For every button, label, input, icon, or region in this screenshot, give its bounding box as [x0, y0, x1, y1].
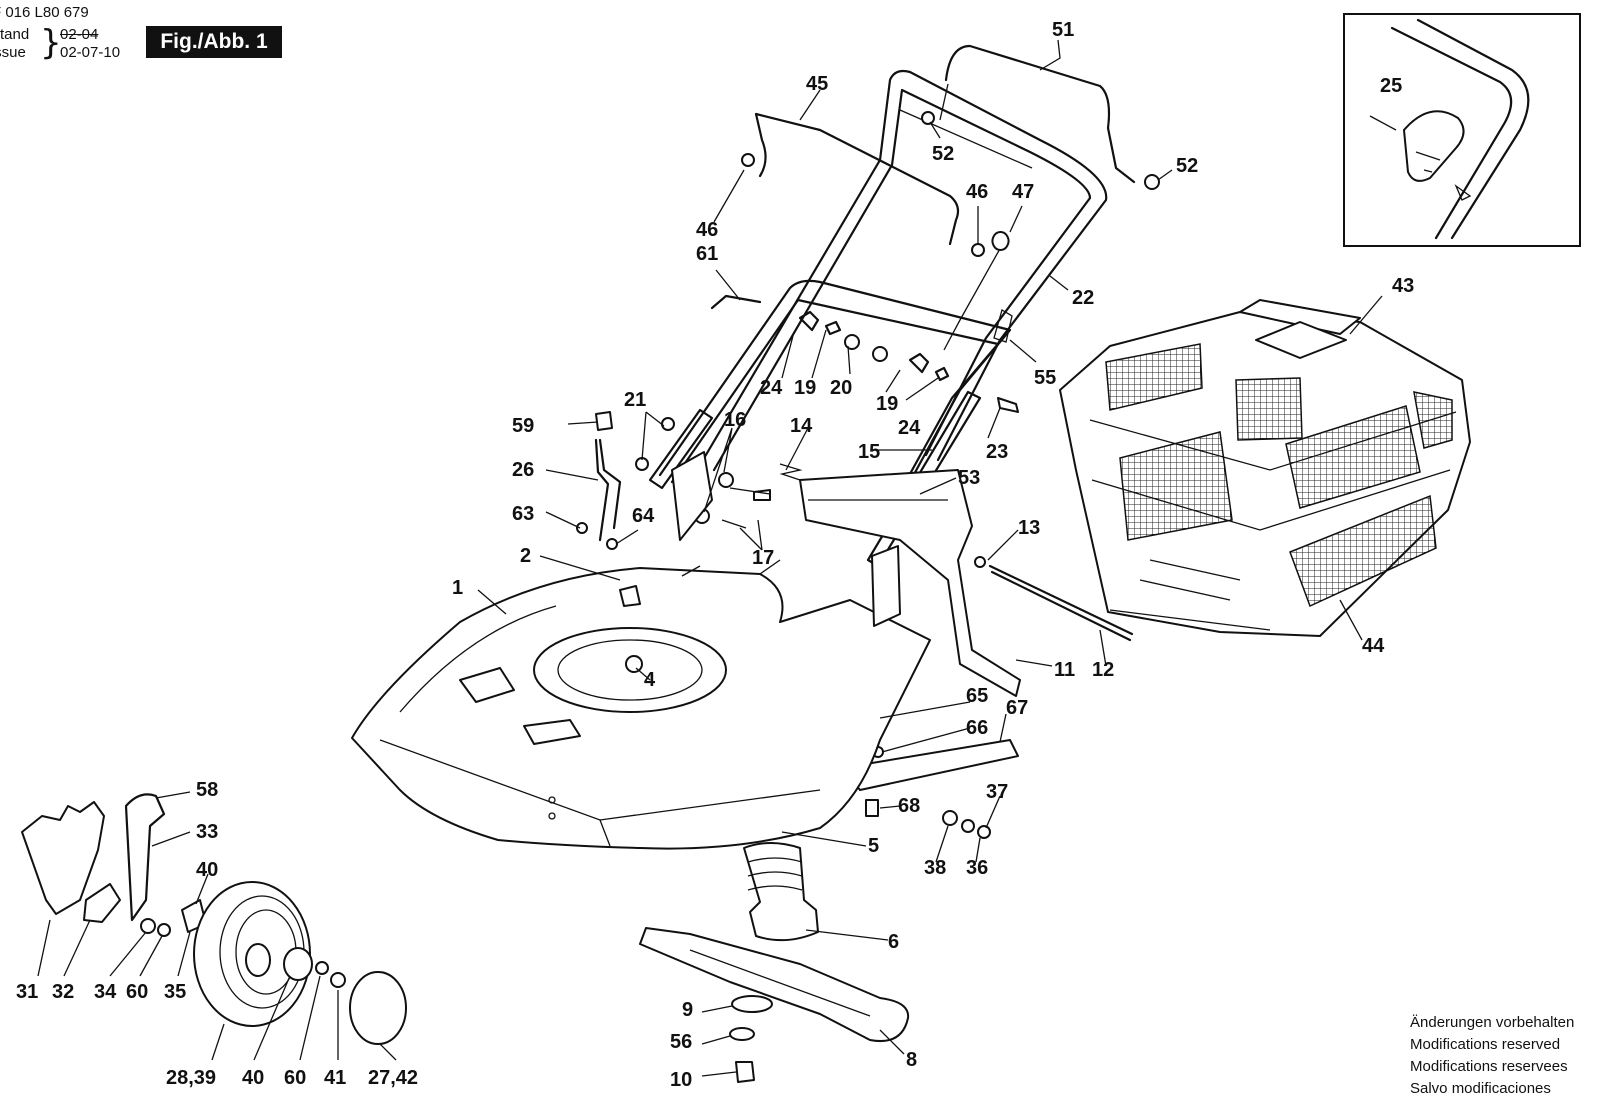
callout-11: 11: [1054, 659, 1075, 681]
callout-25: 25: [1380, 75, 1402, 97]
callout-55: 55: [1034, 367, 1056, 389]
document-number: F 016 L80 679: [0, 4, 89, 21]
callout-64: 64: [632, 505, 655, 527]
callout-61: 61: [696, 243, 718, 265]
figure-badge: Fig./Abb. 1: [146, 26, 282, 58]
callout-53: 53: [958, 467, 980, 489]
callout-8: 8: [906, 1049, 917, 1071]
callout-65: 65: [966, 685, 988, 707]
callout-40a: 40: [196, 859, 218, 881]
callout-63: 63: [512, 503, 534, 525]
callout-22: 22: [1072, 287, 1094, 309]
note-spanish: Salvo modificaciones: [1410, 1080, 1551, 1097]
callout-24b: 24: [898, 417, 921, 439]
callout-5: 5: [868, 835, 879, 857]
callout-2: 2: [520, 545, 531, 567]
callout-43: 43: [1392, 275, 1414, 297]
callout-1: 1: [452, 577, 463, 599]
callout-34: 34: [94, 981, 117, 1003]
grass-catcher: [1059, 299, 1471, 637]
callout-59: 59: [512, 415, 534, 437]
callout-6: 6: [888, 931, 899, 953]
mower-deck: [351, 451, 1021, 850]
callout-19a: 19: [794, 377, 816, 399]
modification-notes: Änderungen vorbehalten Modifications res…: [1410, 1012, 1574, 1100]
wheel-assembly: [21, 793, 407, 1045]
callout-20: 20: [830, 377, 852, 399]
callout-38: 38: [924, 857, 946, 879]
callout-47: 47: [1012, 181, 1034, 203]
callout-41: 41: [324, 1067, 346, 1089]
callout-32: 32: [52, 981, 74, 1003]
new-date: 02-07-10: [60, 44, 121, 61]
callout-58: 58: [196, 779, 218, 801]
callout-10: 10: [670, 1069, 692, 1091]
callout-46a: 46: [696, 219, 718, 241]
callout-2839: 28,39: [166, 1067, 216, 1089]
callout-52a: 52: [932, 143, 954, 165]
handle-assembly: [648, 44, 1136, 568]
callout-67: 67: [1006, 697, 1028, 719]
callout-68: 68: [898, 795, 920, 817]
callout-21: 21: [624, 389, 646, 411]
leader-lines: [37, 39, 1397, 1077]
callout-17: 17: [752, 547, 774, 569]
callout-36: 36: [966, 857, 988, 879]
callout-23: 23: [986, 441, 1008, 463]
callout-31: 31: [16, 981, 38, 1003]
brace-icon: }: [40, 23, 62, 63]
note-german: Änderungen vorbehalten: [1410, 1014, 1575, 1031]
callout-35: 35: [164, 981, 186, 1003]
old-date: 02-04: [60, 26, 99, 43]
callout-52b: 52: [1176, 155, 1198, 177]
detail-inset: [1343, 13, 1581, 247]
callout-66: 66: [966, 717, 988, 739]
stand-label: Stand: [0, 26, 30, 43]
callout-46b: 46: [966, 181, 988, 203]
callout-15: 15: [858, 441, 880, 463]
callout-labels: 51 45 52 52 25 46 47 46 61 22 43 55 24 1…: [16, 19, 1414, 1091]
blade-assembly: [639, 842, 910, 1083]
callout-60b: 60: [284, 1067, 306, 1089]
callout-19b: 19: [876, 393, 898, 415]
callout-9: 9: [682, 999, 693, 1021]
callout-12: 12: [1092, 659, 1114, 681]
callout-56: 56: [670, 1031, 692, 1053]
callout-33: 33: [196, 821, 218, 843]
callout-51: 51: [1052, 19, 1074, 41]
callout-14: 14: [790, 415, 813, 437]
note-english: Modifications reserved: [1410, 1036, 1561, 1053]
callout-26: 26: [512, 459, 534, 481]
callout-2742: 27,42: [368, 1067, 418, 1089]
note-french: Modifications reservees: [1410, 1058, 1568, 1075]
callout-4: 4: [644, 669, 656, 691]
callout-40b: 40: [242, 1067, 264, 1089]
callout-44: 44: [1362, 635, 1385, 657]
callout-24a: 24: [760, 377, 783, 399]
callout-37: 37: [986, 781, 1008, 803]
callout-45: 45: [806, 73, 828, 95]
callout-60a: 60: [126, 981, 148, 1003]
callout-16: 16: [724, 409, 746, 431]
callout-13: 13: [1018, 517, 1040, 539]
hardware-parts: [576, 111, 1160, 839]
issue-label: Issue: [0, 44, 26, 61]
